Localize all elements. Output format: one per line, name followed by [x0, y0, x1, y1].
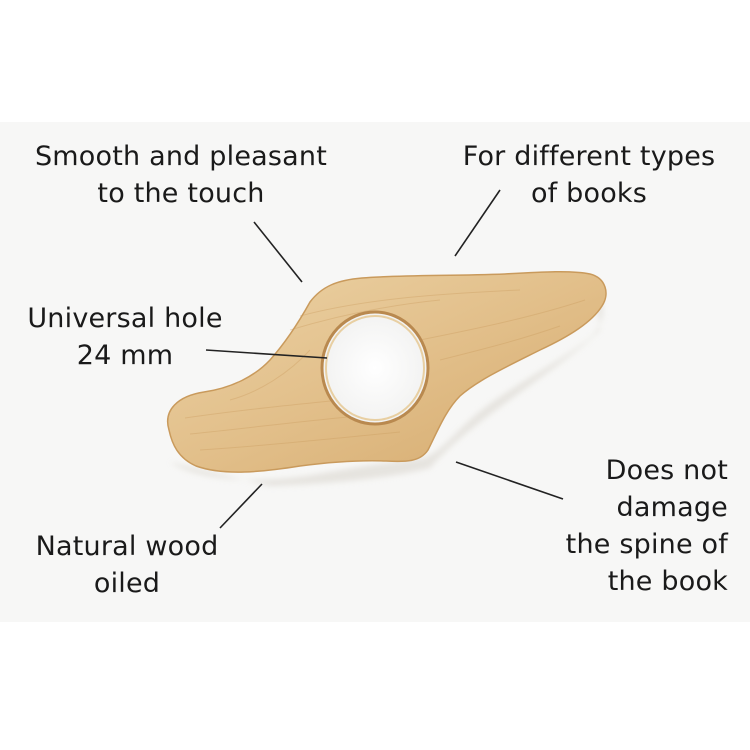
caption-smooth-line-2: to the touch [97, 178, 265, 209]
leader-wood [219, 483, 263, 529]
caption-hole-line-2: 24 mm [76, 340, 174, 371]
caption-universal-hole: Universal hole 24 mm [14, 300, 236, 374]
universal-hole [320, 310, 430, 426]
caption-damage-line-3: the spine of [565, 529, 728, 560]
caption-smooth-line-1: Smooth and pleasant [34, 141, 328, 172]
caption-smooth-touch: Smooth and pleasant to the touch [14, 138, 348, 212]
leader-damage [455, 461, 564, 500]
caption-damage-line-1: Does not [605, 455, 728, 486]
leader-hole [205, 349, 328, 359]
caption-wood-line-2: oiled [93, 568, 161, 599]
caption-damage-line-2: damage [616, 492, 728, 523]
caption-hole-line-1: Universal hole [27, 303, 223, 334]
page-holder-shadow [170, 296, 603, 486]
caption-natural-wood: Natural wood oiled [18, 528, 236, 602]
caption-wood-line-1: Natural wood [35, 531, 219, 562]
leader-lines [205, 189, 564, 529]
caption-damage-line-4: the book [607, 566, 728, 597]
caption-types-line-2: of books [530, 178, 648, 209]
caption-book-types: For different types of books [445, 138, 733, 212]
leader-types [454, 189, 501, 257]
leader-smooth [253, 221, 303, 283]
caption-types-line-1: For different types [462, 141, 716, 172]
caption-spine-safe: Does not damage the spine of the book [540, 452, 728, 600]
